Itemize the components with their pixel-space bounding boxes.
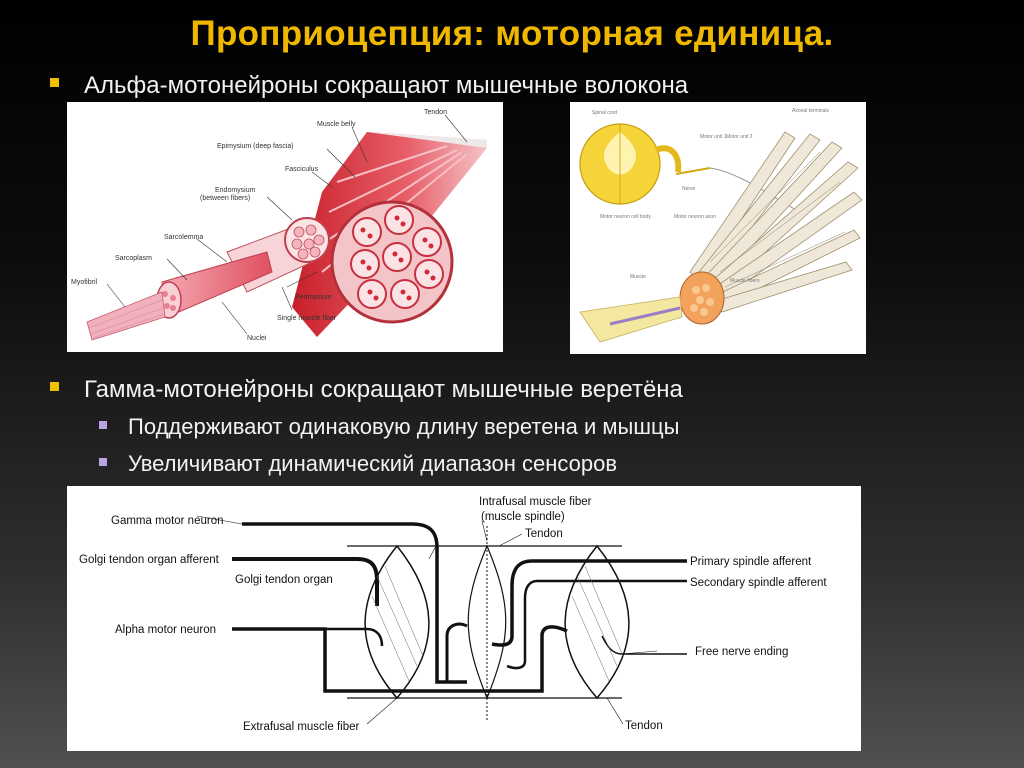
bullet-gamma: Гамма-мотонейроны сокращают мышечные вер…	[50, 376, 683, 404]
label-epimysium: Epimysium (deep fascia)	[217, 143, 294, 150]
motor-unit-illustration: Spinal cord Axonal terminals Motor unit …	[579, 108, 863, 343]
bullet-alpha-text: Альфа-мотонейроны сокращают мышечные вол…	[84, 72, 689, 99]
label-extrafusal: Extrafusal muscle fiber	[243, 721, 359, 733]
label-free-nerve-ending: Free nerve ending	[695, 646, 788, 658]
label-fasciculus: Fasciculus	[285, 166, 319, 173]
label-myofibril: Myofibril	[71, 279, 98, 286]
label-nuclei: Nuclei	[247, 335, 267, 342]
bullet-square-icon	[50, 382, 59, 391]
label-motor-unit-2: Motor unit 2	[726, 134, 753, 140]
label-endomysium-note: (between fibers)	[200, 195, 250, 202]
label-sarcoplasm: Sarcoplasm	[115, 255, 152, 262]
label-gamma-motor-neuron: Gamma motor neuron	[111, 515, 224, 527]
label-primary-afferent: Primary spindle afferent	[690, 556, 812, 568]
label-endomysium: Endomysium	[215, 187, 256, 194]
label-single-fiber: Single muscle fiber	[277, 315, 337, 322]
label-tendon: Tendon	[424, 109, 447, 116]
label-motor-neuron-cell-body: Motor neuron cell body	[600, 214, 651, 220]
spindle-diagram: Gamma motor neuron Golgi tendon organ af…	[67, 486, 861, 751]
spindle-diagram-illustration: Gamma motor neuron Golgi tendon organ af…	[79, 496, 827, 733]
sub-bullet-2: Увеличивают динамический диапазон сенсор…	[99, 451, 618, 477]
sub-bullet-square-icon	[99, 421, 107, 429]
label-spinal-cord: Spinal cord	[592, 110, 617, 116]
sub-bullet-square-icon	[99, 458, 107, 466]
label-tendon-bottom: Tendon	[625, 720, 663, 732]
label-muscle-belly: Muscle belly	[317, 121, 356, 128]
bullet-gamma-text: Гамма-мотонейроны сокращают мышечные вер…	[84, 376, 683, 403]
label-muscle: Muscle	[630, 274, 646, 280]
label-intrafusal: Intrafusal muscle fiber	[479, 496, 592, 508]
label-nerve: Nerve	[682, 186, 696, 192]
motor-unit-figure: Spinal cord Axonal terminals Motor unit …	[570, 102, 866, 354]
label-sarcolemma: Sarcolemma	[164, 234, 203, 241]
label-golgi-afferent: Golgi tendon organ afferent	[79, 554, 220, 566]
sub-bullet-1: Поддерживают одинаковую длину веретена и…	[99, 414, 680, 440]
label-secondary-afferent: Secondary spindle afferent	[690, 577, 827, 589]
label-alpha-motor-neuron: Alpha motor neuron	[115, 624, 216, 636]
label-muscle-fibers: Muscle fibers	[730, 278, 760, 284]
label-tendon-top: Tendon	[525, 528, 563, 540]
bullet-alpha: Альфа-мотонейроны сокращают мышечные вол…	[50, 72, 689, 100]
sub-bullet-2-text: Увеличивают динамический диапазон сенсор…	[128, 451, 618, 476]
label-axonal-terminals: Axonal terminals	[792, 108, 829, 114]
label-motor-neuron-axon: Motor neuron axon	[674, 214, 716, 220]
sub-bullet-1-text: Поддерживают одинаковую длину веретена и…	[128, 414, 680, 439]
label-muscle-spindle: (muscle spindle)	[481, 511, 565, 523]
slide-title: Проприоцепция: моторная единица.	[190, 14, 834, 53]
label-motor-unit-1: Motor unit 1	[700, 134, 727, 140]
muscle-structure-figure: Tendon Muscle belly Epimysium (deep fasc…	[67, 102, 503, 352]
label-golgi-organ: Golgi tendon organ	[235, 574, 333, 586]
label-perimysium: Perimysium	[295, 294, 332, 301]
muscle-structure-illustration: Tendon Muscle belly Epimysium (deep fasc…	[71, 109, 487, 342]
bullet-square-icon	[50, 78, 59, 87]
